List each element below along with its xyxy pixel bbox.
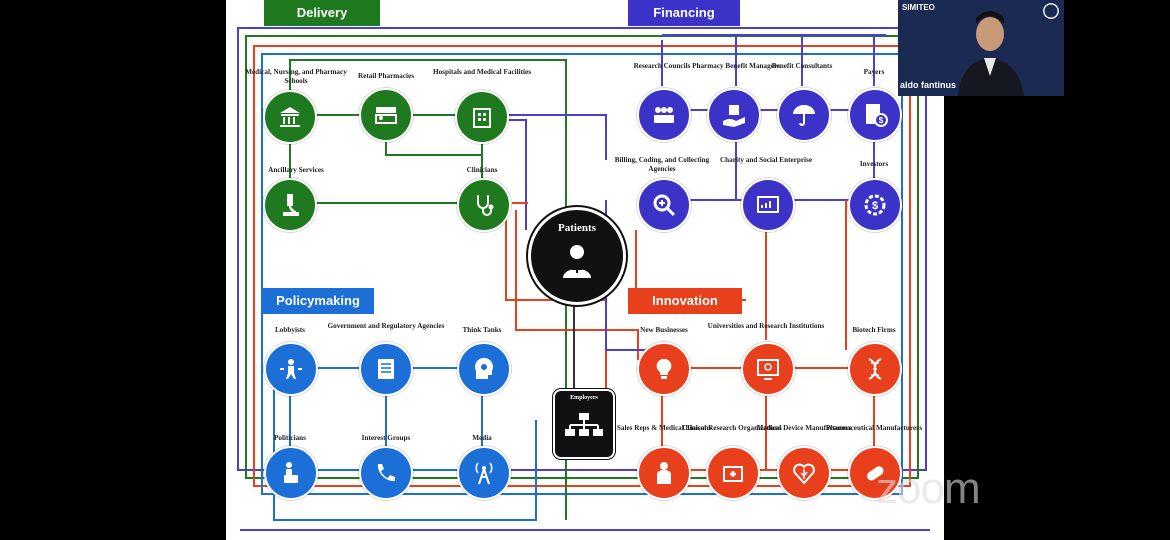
label-research-councils: Research Councils xyxy=(633,62,691,70)
section-financing: Financing xyxy=(628,0,740,26)
label-charity: Charity and Social Enterprise xyxy=(719,156,813,164)
label-benefit-consultants: Benefit Consultants xyxy=(771,62,833,70)
label-new-businesses: New Businesses xyxy=(640,326,688,334)
label-universities: Universities and Research Institutions xyxy=(707,322,825,330)
heart-device-icon xyxy=(777,446,831,500)
participant-video-tile[interactable]: SIMITEO aldo fantinus xyxy=(898,0,1064,96)
label-cro: Clinical Research Organizations xyxy=(682,424,782,432)
magnifier-plus-icon xyxy=(637,178,691,232)
hand-puzzle-icon xyxy=(707,88,761,142)
antenna-icon xyxy=(457,446,511,500)
svg-text:$: $ xyxy=(872,200,878,212)
patients-label: Patients xyxy=(558,222,596,234)
capsule-icon xyxy=(848,446,902,500)
section-innovation: Innovation xyxy=(628,288,742,314)
label-politicians: Politicians xyxy=(274,434,306,442)
council-meeting-icon xyxy=(637,88,691,142)
document-icon xyxy=(359,342,413,396)
microscope-icon xyxy=(263,178,317,232)
podium-icon xyxy=(264,446,318,500)
stethoscope-icon xyxy=(457,178,511,232)
label-pharma: Pharmaceutical Manufacturers xyxy=(825,424,923,432)
label-hospitals: Hospitals and Medical Facilities xyxy=(432,68,532,76)
zoom-watermark: zoom xyxy=(876,464,981,513)
label-billing: Billing, Coding, and Collecting Agencies xyxy=(614,156,710,173)
event-badge-icon xyxy=(1043,3,1059,19)
label-government: Government and Regulatory Agencies xyxy=(327,322,445,330)
speaker-name-label: aldo fantinus xyxy=(900,80,956,90)
presentation-slide: Delivery Financing Policymaking Innovati… xyxy=(226,0,944,540)
lobbyist-icon xyxy=(264,342,318,396)
label-biotech: Biotech Firms xyxy=(852,326,896,334)
label-ancillary: Ancillary Services xyxy=(268,166,324,174)
label-pbm: Pharmacy Benefit Managers xyxy=(692,62,780,70)
medical-kit-icon xyxy=(706,446,760,500)
label-media: Media xyxy=(472,434,492,442)
event-logo: SIMITEO xyxy=(902,3,935,12)
label-retail-pharmacies: Retail Pharmacies xyxy=(357,72,415,80)
charity-chart-icon xyxy=(741,178,795,232)
label-clinicians: Clinicians xyxy=(466,166,498,174)
label-payers: Payers xyxy=(863,68,885,76)
umbrella-icon xyxy=(777,88,831,142)
svg-text:$: $ xyxy=(879,116,884,125)
label-interest-groups: Interest Groups xyxy=(361,434,411,442)
label-lobbyists: Lobbyists xyxy=(275,326,305,334)
employers-hub: Employers xyxy=(553,389,615,459)
pharmacy-counter-icon xyxy=(359,88,413,142)
phone-icon xyxy=(359,446,413,500)
section-delivery: Delivery xyxy=(264,0,380,26)
label-think-tanks: Think Tanks xyxy=(462,326,502,334)
speaker-avatar xyxy=(958,11,1024,96)
label-investors: Investors xyxy=(859,160,889,168)
patients-hub: Patients xyxy=(528,207,626,305)
lightbulb-icon xyxy=(637,342,691,396)
bank-icon xyxy=(263,90,317,144)
hospital-icon xyxy=(455,90,509,144)
dna-icon xyxy=(848,342,902,396)
label-med-schools: Medical, Nursing, and Pharmacy Schools xyxy=(245,68,347,85)
gear-dollar-icon: $ xyxy=(848,178,902,232)
section-policymaking: Policymaking xyxy=(262,288,374,314)
head-gear-icon xyxy=(457,342,511,396)
label-sales-reps: Sales Reps & Medical Liaisons xyxy=(616,424,712,432)
label-device-makers: Medical Device Manufacturers xyxy=(756,424,852,432)
employers-label: Employers xyxy=(570,395,598,401)
org-chart-icon xyxy=(565,413,603,436)
calculator-dollar-icon: $ xyxy=(848,88,902,142)
patient-icon xyxy=(563,245,591,278)
doctor-icon xyxy=(637,446,691,500)
research-screen-icon xyxy=(741,342,795,396)
